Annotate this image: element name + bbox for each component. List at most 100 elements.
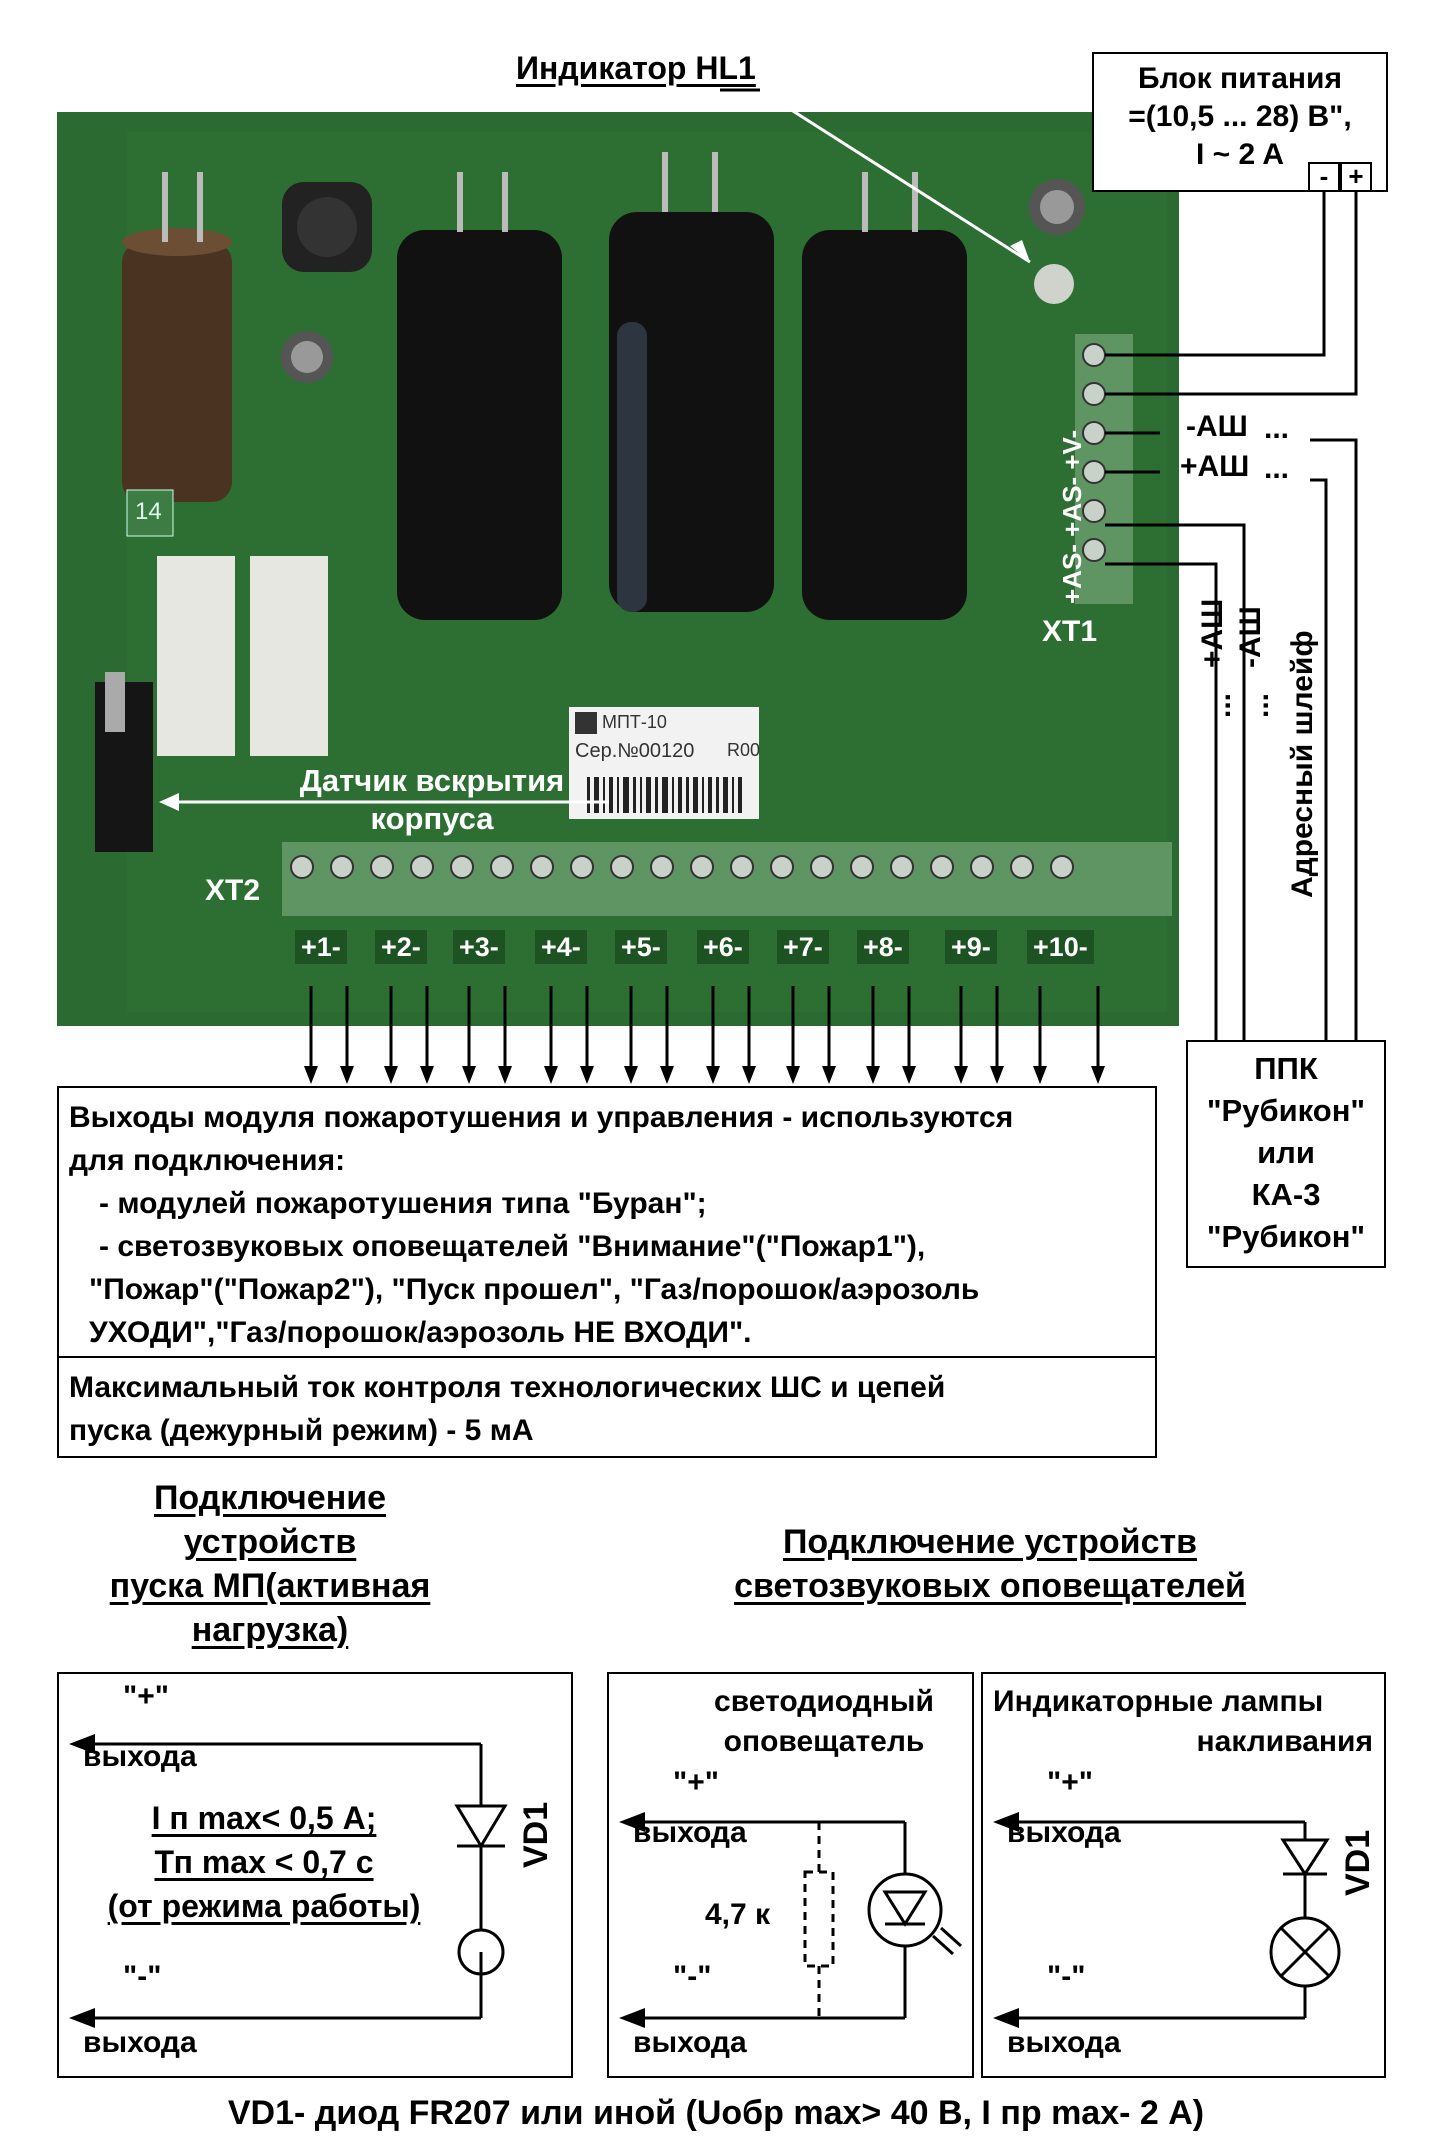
outputs-line3: - модулей пожаротушения типа "Буран"; [99, 1187, 707, 1220]
ppk-line2: "Рубикон" [1206, 1093, 1366, 1128]
output-pad-8: +8- [857, 930, 909, 964]
pcb-board: МПТ-10 Сер.№00120 R00 14 +AS- +AS- +V- X… [57, 112, 1179, 1026]
tamper-arrow [159, 793, 609, 811]
panel1-plus: "+" [123, 1680, 169, 1713]
hl1-label: Индикатор HL1 [516, 50, 756, 86]
minus-ash-dots: ... [1264, 412, 1290, 445]
label-model: МПТ-10 [602, 712, 667, 732]
output-pad-3: +3- [453, 930, 505, 964]
ppk-line1: ППК [1254, 1051, 1318, 1086]
resistor-1 [157, 556, 235, 756]
heading-left-line3: пуска МП(активная [109, 1567, 431, 1605]
power-line2: =(10,5 ... 28) В", [1128, 100, 1352, 133]
panel3-out1: выхода [1007, 1816, 1121, 1849]
panel1-spec2: Тп max < 0,7 с [154, 1844, 374, 1880]
panel1-vd1: VD1 [517, 1801, 555, 1868]
address-loop-label: Адресный шлейф [1286, 630, 1319, 898]
heading-left-line4: нагрузка) [191, 1611, 349, 1649]
outputs-line6: УХОДИ","Газ/порошок/аэрозоль НЕ ВХОДИ". [89, 1316, 752, 1349]
ppk-line4: КА-3 [1251, 1177, 1321, 1212]
panel-launch-circuit: "+" выхода I п max< 0,5 А; Тп max < 0,7 … [57, 1672, 573, 2078]
panel-led-alarm: светодиодный оповещатель "+" выхода 4,7 … [607, 1672, 974, 2078]
plus-ash-label: +АШ [1180, 450, 1250, 483]
footer-note: VD1- диод FR207 или иной (Uобр max> 40 В… [227, 2094, 1205, 2132]
output-pad-4: +4- [535, 930, 587, 964]
panel2-out1: выхода [633, 1816, 747, 1849]
output-pad-1: +1- [295, 930, 347, 964]
panel1-schematic [69, 1734, 508, 2028]
panel1-minus: "-" [123, 1960, 162, 1993]
terminal-block-xt2 [282, 842, 1172, 916]
output-pad-2: +2- [375, 930, 427, 964]
panel3-plus: "+" [1047, 1766, 1093, 1799]
cap-number: 14 [135, 498, 162, 525]
panel1-specs: I п max< 0,5 А; Тп max < 0,7 с (от режим… [59, 1796, 469, 1928]
v-dots-1: ... [1204, 692, 1237, 718]
v-minus-ash-label: -АШ [1234, 606, 1267, 668]
outputs-line4: - светозвуковых оповещателей "Внимание"(… [99, 1230, 926, 1263]
v-dots-2: ... [1242, 692, 1275, 718]
outputs-line5: "Пожар"("Пожар2"), "Пуск прошел", "Газ/п… [89, 1273, 980, 1306]
heading-left-line2: устройств [183, 1523, 357, 1561]
power-line1: Блок питания [1138, 62, 1342, 95]
panel1-spec1: I п max< 0,5 А; [151, 1800, 377, 1836]
capacitor-3 [802, 230, 967, 620]
outputs-line7: Максимальный ток контроля технологически… [69, 1371, 946, 1404]
output-pad-7: +7- [777, 930, 829, 964]
tamper-sensor-label: Датчик вскрытия корпуса [247, 762, 617, 838]
output-pad-10: +10- [1027, 930, 1094, 964]
panel2-out2: выхода [633, 2026, 747, 2059]
pcb-drawing [57, 112, 1179, 1026]
panel3-title1: Индикаторные лампы [993, 1685, 1324, 1718]
outputs-line2: для подключения: [69, 1144, 346, 1177]
output-pad-5: +5- [615, 930, 667, 964]
outputs-line1: Выходы модуля пожаротушения и управления… [69, 1101, 1014, 1134]
label-serial: Сер.№00120 [575, 740, 695, 762]
xt1-label: XT1 [1042, 615, 1098, 648]
panel3-vd1: VD1 [1339, 1829, 1377, 1896]
ppk-box: ППК "Рубикон" или КА-3 "Рубикон" [1186, 1040, 1386, 1268]
label-rev: R00 [727, 740, 761, 760]
heading-alarm-devices: Подключение устройств светозвуковых опов… [640, 1520, 1340, 1608]
panel-indicator-lamps: Индикаторные лампы накливания "+" выхода… [981, 1672, 1386, 2078]
outputs-line8: пуска (дежурный режим) - 5 мА [69, 1414, 534, 1447]
panel2-schematic [619, 1812, 963, 2028]
heading-left-line1: Подключение [153, 1479, 387, 1517]
ppk-line5: "Рубикон" [1206, 1219, 1366, 1254]
panel3-minus: "-" [1047, 1960, 1086, 1993]
output-pad-9: +9- [945, 930, 997, 964]
led-hl1 [1034, 264, 1074, 304]
panel3-title: Индикаторные лампы накливания [993, 1682, 1373, 1762]
power-line3: I ~ 2 A [1195, 138, 1285, 171]
capacitor-1 [397, 230, 562, 620]
panel2-title1: светодиодный [714, 1685, 934, 1718]
panel1-out2: выхода [83, 2026, 197, 2059]
output-pad-6: +6- [697, 930, 749, 964]
panel3-out2: выхода [1007, 2026, 1121, 2059]
panel1-spec3: (от режима работы) [107, 1888, 421, 1924]
panel2-plus: "+" [673, 1766, 719, 1799]
power-plus-terminal: + [1340, 162, 1372, 192]
panel2-title: светодиодный оповещатель [679, 1682, 969, 1762]
minus-ash-label: -АШ [1186, 410, 1248, 443]
outputs-description-box: Выходы модуля пожаротушения и управления… [57, 1086, 1157, 1458]
panel2-minus: "-" [673, 1960, 712, 1993]
panel3-schematic [993, 1812, 1341, 2028]
ppk-line3: или [1257, 1135, 1315, 1170]
plus-ash-dots: ... [1264, 452, 1290, 485]
panel1-out1: выхода [83, 1740, 197, 1773]
tamper-sensor-line2: корпуса [370, 801, 494, 836]
panel3-title2: накливания [1196, 1725, 1373, 1758]
v-plus-ash-label: +АШ [1196, 598, 1229, 668]
panel2-title2: оповещатель [723, 1725, 925, 1758]
heading-right-line2: светозвуковых оповещателей [734, 1567, 1246, 1605]
power-minus-terminal: - [1308, 162, 1340, 192]
capacitor-2 [609, 212, 774, 612]
heading-launch-devices: Подключение устройств пуска МП(активная … [60, 1476, 480, 1652]
heading-right-line1: Подключение устройств [782, 1523, 1198, 1561]
panel2-resistor: 4,7 к [705, 1898, 771, 1931]
xt2-label: XT2 [205, 874, 261, 907]
capacitor-brown [122, 242, 232, 502]
resistor-2 [250, 556, 328, 756]
